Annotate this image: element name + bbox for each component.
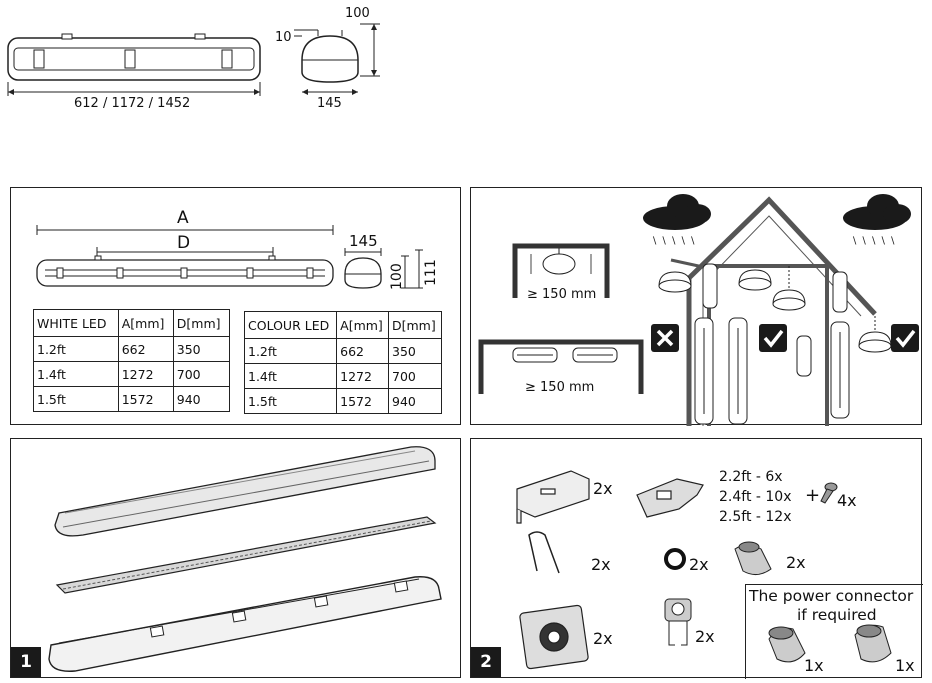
- allowed-check-icon-2: [891, 324, 919, 352]
- dimension-a-label: A: [177, 208, 189, 228]
- ceiling-clearance-diagram: [512, 243, 610, 298]
- table-cell: 1.4ft: [33, 361, 119, 387]
- rain-cloud-icon-right: ∖ ∖ ∖ ∖ ∖: [843, 194, 911, 247]
- white-led-table: WHITE LED A[mm] D[mm] 1.2ft 662 350 1.4f…: [33, 309, 231, 412]
- table-cell: 700: [388, 363, 442, 389]
- colour-table-header-a: A[mm]: [336, 311, 389, 339]
- mounting-drawing: ∖ ∖ ∖ ∖ ∖ ∖ ∖ ∖ ∖ ∖: [478, 194, 919, 426]
- clip-quantity-line: 2.4ft - 10x: [719, 489, 792, 505]
- wall-clearance-label: ≥ 150 mm: [525, 380, 595, 395]
- table-cell: 1.5ft: [243, 388, 338, 414]
- wall-clearance-diagram: [478, 339, 644, 394]
- table-cell: 1572: [117, 386, 174, 412]
- table-cell: 1572: [336, 388, 389, 414]
- colour-table-header-type: COLOUR LED: [243, 311, 338, 339]
- mounting-panel: ∖ ∖ ∖ ∖ ∖ ∖ ∖ ∖ ∖ ∖: [470, 187, 922, 426]
- power-connector-title: The power connector: [749, 587, 914, 605]
- power-connector-male-icon: [854, 624, 892, 663]
- cable-gland-icon: [734, 541, 772, 575]
- table-row: 1.2ft 662 350: [33, 336, 231, 362]
- end-plate-icon: [519, 604, 589, 670]
- table-cell: 350: [172, 336, 231, 362]
- table-cell: 350: [388, 338, 442, 364]
- accessories-panel: 2x 2.2ft - 6x 2.4ft - 10x 2.5ft - 12x + …: [470, 438, 923, 679]
- mounting-bracket-icon: [516, 470, 590, 524]
- hanging-hook-quantity: 2x: [695, 627, 715, 646]
- o-ring-icon: [664, 548, 686, 570]
- svg-text:∖ ∖ ∖ ∖ ∖: ∖ ∖ ∖ ∖ ∖: [651, 236, 696, 247]
- clip-quantity-line: 2.2ft - 6x: [719, 469, 783, 485]
- power-connector-subtitle: if required: [797, 606, 877, 624]
- end-height-label-1: 100: [389, 263, 405, 290]
- table-cell: 1.5ft: [33, 386, 119, 412]
- dimensions-panel: A D 145 100 111 WHITE LED A[mm] D[mm] 1.…: [10, 187, 461, 425]
- spring-clip-icon: [636, 478, 704, 518]
- length-dimension-label: 612 / 1172 / 1452: [74, 96, 191, 111]
- table-row: 1.5ft 1572 940: [33, 386, 231, 412]
- step-number-2: 2: [471, 647, 501, 677]
- wire-spring-icon: [528, 531, 560, 574]
- colour-table-header-d: D[mm]: [388, 311, 442, 339]
- clip-quantity-list: 2.2ft - 6x 2.4ft - 10x 2.5ft - 12x: [719, 467, 792, 527]
- cable-gland-quantity: 2x: [786, 553, 806, 572]
- power-connector-female-icon: [768, 626, 806, 663]
- accessories-drawing: [516, 470, 892, 670]
- top-technical-drawing: 612 / 1172 / 1452 145 100 10: [0, 0, 932, 120]
- svg-text:∖ ∖ ∖ ∖ ∖: ∖ ∖ ∖ ∖ ∖: [851, 236, 896, 247]
- plus-sign: +: [805, 485, 821, 506]
- table-cell: 1.2ft: [243, 338, 338, 364]
- width-dimension-label: 145: [317, 96, 342, 111]
- end-plate-quantity: 2x: [593, 629, 613, 648]
- white-table-header-a: A[mm]: [117, 309, 174, 337]
- not-allowed-icon: [651, 324, 679, 352]
- allowed-check-icon-1: [759, 324, 787, 352]
- dimension-d-label: D: [177, 233, 191, 253]
- table-cell: 1272: [336, 363, 389, 389]
- power-connector-box: [745, 584, 923, 679]
- dimension-drawing: [36, 225, 423, 289]
- wire-spring-quantity: 2x: [591, 555, 611, 574]
- exploded-view-panel: 1: [10, 438, 461, 678]
- vertical-luminaire: [694, 263, 850, 425]
- table-cell: 662: [117, 336, 174, 362]
- hanging-hook-icon: [664, 598, 692, 646]
- table-row: 1.4ft 1272 700: [33, 361, 231, 387]
- table-cell: 1272: [117, 361, 174, 387]
- diffuser-cover: [54, 446, 436, 537]
- offset-dimension-label: 10: [275, 30, 292, 45]
- table-cell: 700: [172, 361, 231, 387]
- table-row: 1.4ft 1272 700: [243, 363, 442, 389]
- table-row: 1.2ft 662 350: [243, 338, 442, 364]
- o-ring-quantity: 2x: [689, 555, 709, 574]
- clip-quantity-line: 2.5ft - 12x: [719, 509, 792, 525]
- led-gear-tray: [55, 516, 437, 594]
- table-cell: 940: [172, 386, 231, 412]
- table-cell: 1.2ft: [33, 336, 119, 362]
- step-number-1: 1: [11, 647, 41, 677]
- ceiling-clearance-label: ≥ 150 mm: [527, 287, 597, 302]
- colour-led-table: COLOUR LED A[mm] D[mm] 1.2ft 662 350 1.4…: [243, 311, 442, 414]
- rain-cloud-icon-left: ∖ ∖ ∖ ∖ ∖: [643, 194, 711, 247]
- connector-quantity-2: 1x: [895, 656, 915, 675]
- screw-icon: [820, 482, 838, 504]
- pendant-luminaire: [658, 266, 892, 353]
- height-dimension-label: 100: [345, 6, 370, 21]
- screw-quantity: 4x: [837, 491, 857, 510]
- table-cell: 940: [388, 388, 442, 414]
- housing-base: [48, 576, 442, 672]
- luminaire-side-view: [7, 23, 380, 96]
- table-cell: 1.4ft: [243, 363, 338, 389]
- table-cell: 662: [336, 338, 389, 364]
- bracket-quantity: 2x: [593, 479, 613, 498]
- connector-quantity-1: 1x: [804, 656, 824, 675]
- table-row: 1.5ft 1572 940: [243, 388, 442, 414]
- end-height-label-2: 111: [423, 259, 439, 286]
- white-table-header-type: WHITE LED: [33, 309, 119, 337]
- end-width-label: 145: [349, 232, 378, 250]
- white-table-header-d: D[mm]: [172, 309, 231, 337]
- exploded-luminaire-drawing: [48, 446, 442, 672]
